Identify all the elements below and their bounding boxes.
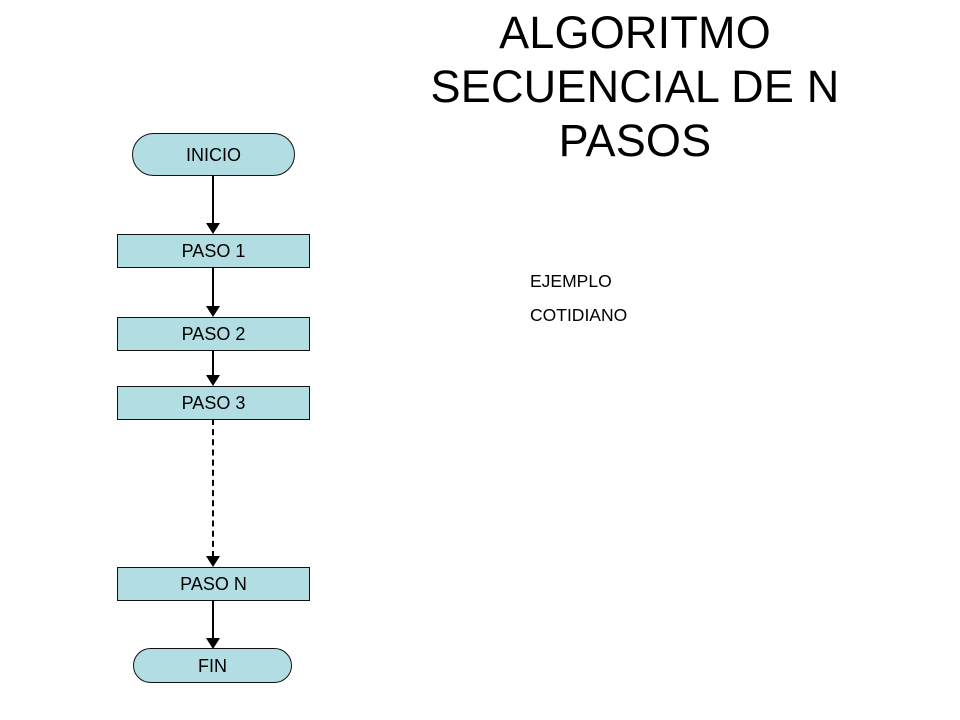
arrowhead-down-icon	[206, 306, 220, 317]
caption-block: EJEMPLO COTIDIANO	[530, 264, 627, 332]
arrowhead-down-icon	[206, 556, 220, 567]
flowchart-node-fin-label: FIN	[198, 655, 227, 676]
flowchart-node-paso2[interactable]: PASO 2	[117, 317, 310, 351]
caption-line-1: EJEMPLO	[530, 271, 612, 291]
connector-line	[212, 175, 214, 224]
connector-line-dashed	[212, 419, 214, 557]
flowchart-node-paso3[interactable]: PASO 3	[117, 386, 310, 420]
flowchart-node-inicio-label: INICIO	[185, 144, 241, 165]
flowchart-node-paso3-label: PASO 3	[181, 393, 246, 413]
connector-line	[212, 267, 214, 307]
page-title: ALGORITMO SECUENCIAL DE N PASOS	[360, 6, 910, 168]
arrowhead-down-icon	[206, 638, 220, 649]
connector-inicio-to-paso1	[205, 175, 221, 235]
page-title-line-2: SECUENCIAL DE N	[430, 61, 840, 112]
flowchart-node-pason[interactable]: PASO N	[117, 567, 310, 601]
connector-line	[212, 600, 214, 639]
page-title-line-3: PASOS	[558, 115, 712, 166]
arrowhead-down-icon	[206, 223, 220, 234]
flowchart-node-fin[interactable]: FIN	[133, 648, 292, 683]
flowchart-node-pason-label: PASO N	[180, 574, 247, 594]
flowchart-node-paso2-label: PASO 2	[181, 324, 246, 344]
arrowhead-down-icon	[206, 375, 220, 386]
connector-paso3-to-pason-dashed	[205, 419, 221, 568]
flowchart-node-inicio[interactable]: INICIO	[132, 133, 295, 176]
caption-line-2: COTIDIANO	[530, 305, 628, 325]
connector-paso2-to-paso3	[205, 350, 221, 387]
page-title-line-1: ALGORITMO	[499, 7, 771, 58]
flowchart-node-paso1-label: PASO 1	[181, 241, 246, 261]
flowchart-node-paso1[interactable]: PASO 1	[117, 234, 310, 268]
connector-pason-to-fin	[205, 600, 221, 650]
connector-paso1-to-paso2	[205, 267, 221, 318]
connector-line	[212, 350, 214, 376]
flowchart: INICIO PASO 1 PASO 2 PASO 3 PASO	[0, 0, 430, 720]
